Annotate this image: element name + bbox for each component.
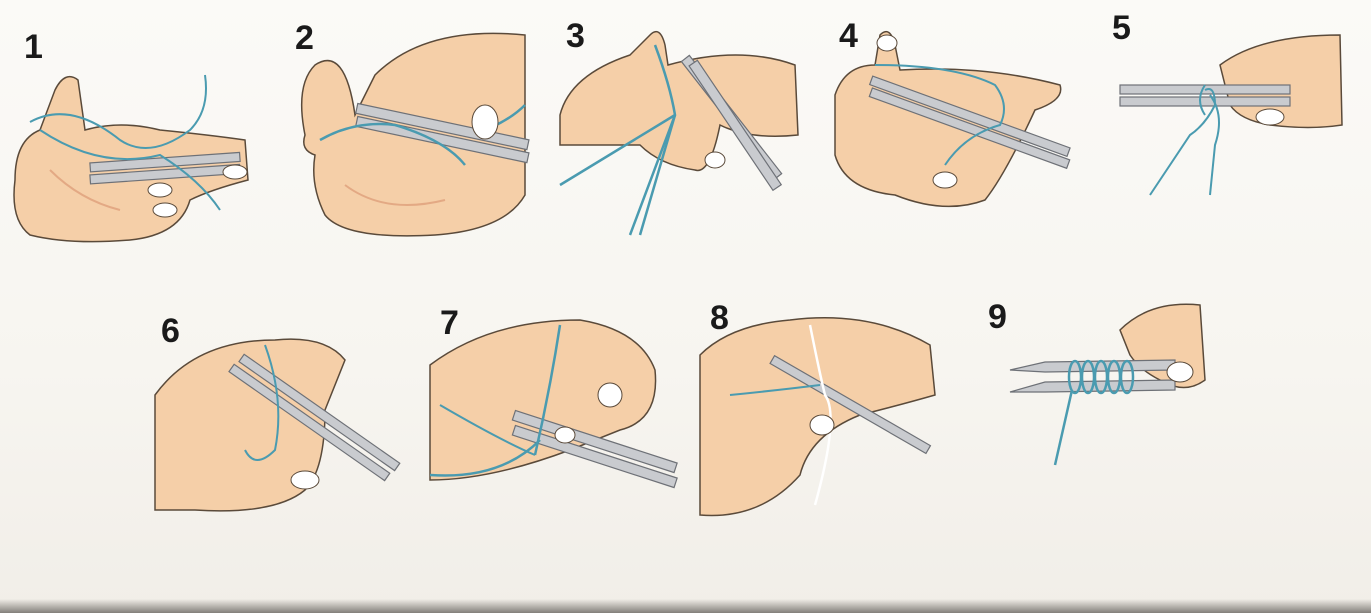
step-1-illustration [10,60,255,245]
step-9-panel: 9 [1000,300,1210,470]
step-4-illustration [835,25,1080,225]
step-1-panel: 1 [10,60,255,245]
step-number: 7 [440,306,459,340]
step-number: 3 [566,19,585,53]
step-number: 9 [988,300,1007,334]
step-number: 4 [839,19,858,53]
step-2-illustration [285,25,530,240]
step-9-illustration [1000,300,1210,470]
step-2-panel: 2 [285,25,530,240]
step-3-illustration [560,25,805,235]
step-6-illustration [155,320,400,515]
step-8-illustration [700,305,945,520]
step-4-panel: 4 [835,25,1080,225]
yarn-strand [1055,361,1133,465]
page-edge-shadow [0,599,1371,613]
step-7-panel: 7 [430,310,675,510]
step-number: 1 [24,30,43,64]
step-6-panel: 6 [155,320,400,515]
step-number: 8 [710,301,729,335]
step-5-illustration [1110,15,1345,200]
step-number: 2 [295,21,314,55]
step-5-panel: 5 [1110,15,1345,200]
step-number: 5 [1112,11,1131,45]
step-7-illustration [430,310,675,510]
step-3-panel: 3 [560,25,805,235]
step-number: 6 [161,314,180,348]
step-8-panel: 8 [700,305,945,520]
